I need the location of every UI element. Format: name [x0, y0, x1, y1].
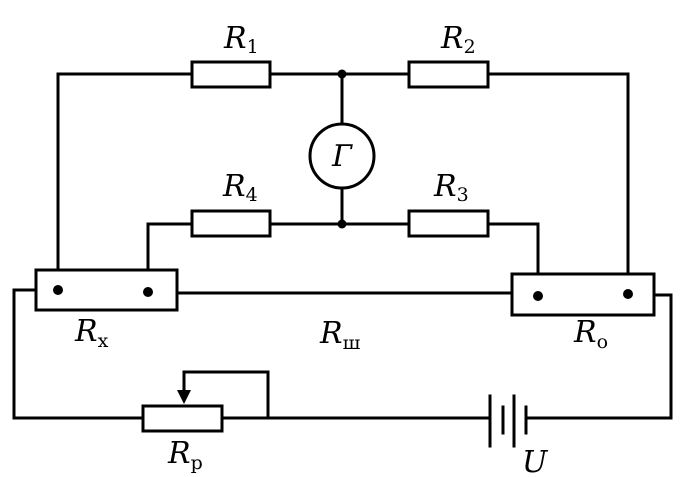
label-r4: R4: [222, 169, 258, 206]
label-ro: Rо: [573, 315, 608, 353]
wire-bottom-left: [12, 288, 145, 420]
wire-bottom-right: [524, 293, 673, 420]
terminals: [53, 69, 633, 301]
label-r2: R2: [440, 21, 476, 58]
rheostat-arrow: [177, 390, 191, 404]
label-r1: R1: [223, 21, 259, 58]
galvanometer: Г: [308, 122, 376, 190]
terminal-rx-left: [53, 285, 63, 295]
wire-top-left: [56, 72, 194, 292]
resistor-r4: [190, 209, 272, 238]
label-rx: Rx: [74, 314, 109, 352]
terminal-rx-right: [143, 287, 153, 297]
label-rp: Rр: [167, 436, 203, 474]
voltage-label: U: [522, 445, 549, 477]
terminal-ro-right: [623, 289, 633, 299]
resistors: [141, 60, 490, 433]
label-r3: R3: [433, 169, 469, 206]
resistor-r2: [407, 60, 490, 89]
junction-top: [337, 69, 347, 79]
junction-mid: [337, 219, 347, 229]
galvanometer-label: Г: [331, 139, 353, 174]
resistor-r3: [407, 209, 490, 238]
galvanometer-circle: [308, 122, 376, 190]
terminal-ro-left: [533, 291, 543, 301]
wire-mid-right: [486, 222, 540, 298]
battery: U: [488, 394, 549, 477]
resistor-r1: [190, 60, 272, 89]
resistor-rp: [141, 404, 224, 433]
component-labels: R1 R2 R4 R3 Rx Rш Rо Rр: [74, 21, 608, 474]
wire-top-right: [486, 72, 630, 296]
wire-rheostat-loop: [182, 370, 270, 420]
resistance-boxes: [34, 268, 656, 317]
label-rsh: Rш: [319, 316, 361, 354]
